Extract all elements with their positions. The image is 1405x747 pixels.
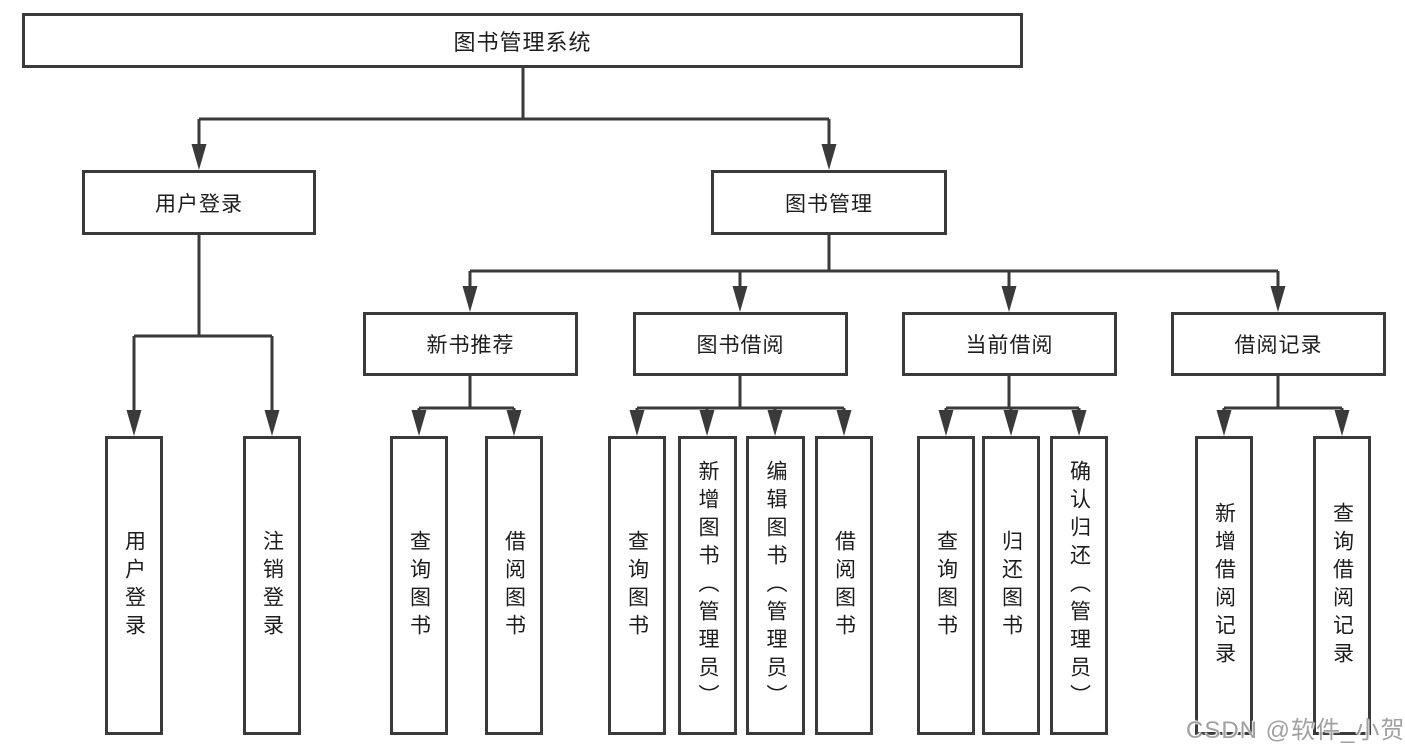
arrowhead [462, 286, 478, 312]
connector-records-to-leaves [1222, 376, 1344, 412]
arrowhead [836, 410, 852, 436]
arrowhead [1003, 410, 1019, 436]
arrowhead [506, 410, 522, 436]
node-book-management-group: 图书管理 [711, 170, 947, 235]
connector-userlogin-to-leaves [132, 235, 274, 412]
leaf-query-books-borrow: 查询图书 [608, 436, 666, 735]
node-user-login-group: 用户登录 [82, 170, 316, 235]
arrowhead [1071, 410, 1087, 436]
leaf-user-login: 用户登录 [105, 436, 163, 735]
arrowhead [767, 410, 783, 436]
arrowhead [1216, 410, 1232, 436]
connector-newbook-to-leaves [417, 376, 516, 412]
arrowhead [629, 410, 645, 436]
arrowhead [938, 410, 954, 436]
connector-current-to-leaves [944, 376, 1081, 412]
leaf-borrow-books-recommend: 借阅图书 [485, 436, 543, 735]
arrowhead [191, 144, 207, 170]
arrowhead [1270, 286, 1286, 312]
arrowhead [732, 286, 748, 312]
arrowhead [1334, 410, 1350, 436]
connector-root-to-level2 [197, 68, 831, 146]
leaf-return-books: 归还图书 [982, 436, 1040, 735]
connector-bookmgmt-to-level3 [468, 235, 1280, 288]
connector-borrow-to-leaves [635, 376, 846, 412]
arrowheads [126, 144, 1350, 436]
arrowhead [699, 410, 715, 436]
arrowhead [264, 410, 280, 436]
arrowhead [411, 410, 427, 436]
leaf-add-books-admin: 新增图书（管理员） [678, 436, 737, 735]
node-book-borrowing: 图书借阅 [633, 312, 848, 376]
arrowhead [821, 144, 837, 170]
leaf-add-borrow-record: 新增借阅记录 [1195, 436, 1253, 735]
node-new-book-recommend: 新书推荐 [363, 312, 578, 376]
node-current-borrowing: 当前借阅 [902, 312, 1117, 376]
arrowhead [1001, 286, 1017, 312]
leaf-borrow-books: 借阅图书 [815, 436, 873, 735]
leaf-edit-books-admin: 编辑图书（管理员） [746, 436, 805, 735]
leaf-query-books-recommend: 查询图书 [390, 436, 448, 735]
node-root: 图书管理系统 [22, 13, 1023, 68]
leaf-logout: 注销登录 [243, 436, 301, 735]
leaf-confirm-return-admin: 确认归还（管理员） [1050, 436, 1108, 735]
leaf-query-books-current: 查询图书 [917, 436, 975, 735]
arrowhead [126, 410, 142, 436]
node-borrowing-records: 借阅记录 [1171, 312, 1386, 376]
leaf-query-borrow-record: 查询借阅记录 [1313, 436, 1371, 735]
